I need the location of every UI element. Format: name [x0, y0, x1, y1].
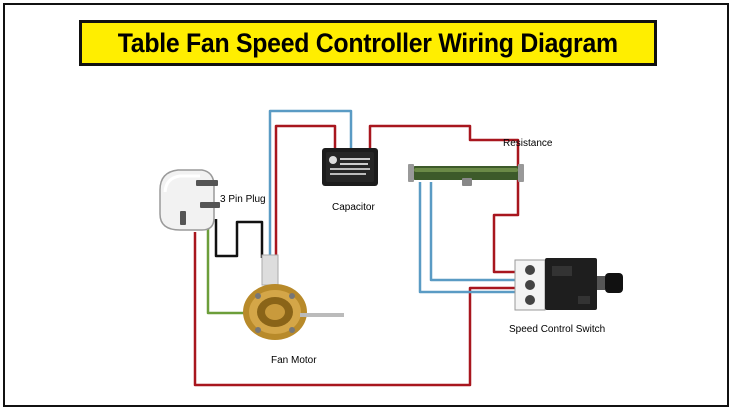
motor-label: Fan Motor — [271, 355, 317, 366]
green-wire-earth — [206, 228, 245, 315]
diagram-title: Table Fan Speed Controller Wiring Diagra… — [117, 27, 619, 58]
black-wire-live — [214, 219, 264, 258]
speed-control-switch-icon — [514, 258, 623, 311]
resistance-icon — [408, 164, 524, 186]
title-banner: Table Fan Speed Controller Wiring Diagra… — [79, 20, 657, 66]
resistance-label: Resistance — [503, 138, 553, 149]
red-wire-capacitor-resistance — [368, 124, 520, 274]
three-pin-plug-icon — [159, 169, 220, 231]
red-wire-main — [193, 232, 515, 387]
blue-wire-resistance-right — [429, 182, 515, 282]
diagram-frame — [3, 3, 729, 407]
fan-motor-icon — [243, 254, 344, 340]
capacitor-label: Capacitor — [332, 202, 375, 213]
switch-label: Speed Control Switch — [509, 324, 606, 335]
red-wire-top — [274, 124, 337, 255]
plug-label: 3 Pin Plug — [220, 194, 266, 205]
capacitor-icon — [322, 148, 378, 186]
blue-wire-top — [268, 109, 353, 255]
blue-wire-resistance-left — [418, 182, 515, 294]
